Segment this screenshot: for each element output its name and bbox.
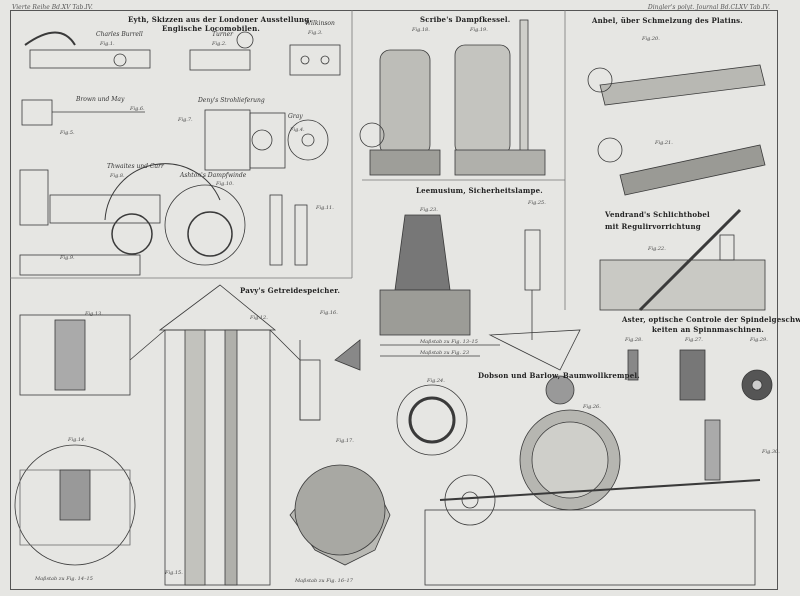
figure-label: Fig.9. <box>60 255 75 261</box>
scale-label: Maßstab zu Fig. 23 <box>420 350 470 356</box>
figure-label: Fig.26. <box>583 404 601 410</box>
locomobile-drawings <box>19 31 341 276</box>
figure-label: Fig.11. <box>316 205 334 211</box>
plate-header-left: Vierte Reihe Bd.XV Tab.IV. <box>12 4 93 11</box>
figure-label: Fig.3. <box>308 30 323 36</box>
carding-machine-drawing <box>424 349 773 586</box>
scale-label: Maßstab zu Fig. 14–15 <box>35 576 93 582</box>
figure-label: Fig.19. <box>470 27 488 33</box>
scale-label: Maßstab zu Fig. 13–15 <box>420 339 478 345</box>
maker-label: Brown und May <box>76 96 125 103</box>
caption-aster: Aster, optische Controle der Spindelgesc… <box>622 315 800 324</box>
figure-label: Fig.28. <box>625 337 643 343</box>
scale-label: Maßstab zu Fig. 16–17 <box>295 578 353 584</box>
figure-label: Fig.17. <box>336 438 354 444</box>
platinum-furnace-drawings <box>587 64 766 196</box>
figure-label: Fig.6. <box>130 106 145 112</box>
figure-label: Fig.29. <box>750 337 768 343</box>
plate-frame <box>10 10 778 590</box>
caption-aster-sub: keiten an Spinnmaschinen. <box>652 325 764 334</box>
caption-anbel: Anbel, über Schmelzung des Platins. <box>592 16 743 25</box>
figure-label: Fig.2. <box>212 41 227 47</box>
caption-dobson: Dobson und Barlow, Baumwollkrempel. <box>478 371 640 380</box>
figure-label: Fig.13. <box>85 311 103 317</box>
figure-label: Fig.1. <box>100 41 115 47</box>
caption-lemusium: Leemusium, Sicherheitslampe. <box>416 186 543 195</box>
figure-label: Fig.15. <box>165 570 183 576</box>
figure-label: Fig.25. <box>528 200 546 206</box>
maker-label: Ashton's Dampfwinde <box>180 172 247 179</box>
figure-label: Fig.12. <box>250 315 268 321</box>
maker-label: Charles Burrell <box>96 31 143 38</box>
figure-label: Fig.30. <box>762 449 780 455</box>
figure-label: Fig.14. <box>68 437 86 443</box>
panel-dividers <box>10 10 566 310</box>
caption-scribe: Scribe's Dampfkessel. <box>420 15 511 24</box>
figure-label: Fig.5. <box>60 130 75 136</box>
caption-vendrand: Vendrand's Schlichthobel <box>605 210 710 219</box>
figure-label: Fig.22. <box>648 246 666 252</box>
maker-label: Turner <box>212 31 234 38</box>
maker-label: Thwaites und Carr <box>107 163 164 170</box>
caption-vendrand-sub: mit Regulirvorrichtung <box>605 222 701 231</box>
caption-eyth-sub: Englische Locomobilen. <box>162 24 261 33</box>
figure-label: Fig.27. <box>685 337 703 343</box>
maker-label: Wilkinson <box>305 20 335 27</box>
figure-label: Fig.24. <box>427 378 445 384</box>
boiler-drawings <box>359 19 546 176</box>
figure-label: Fig.23. <box>420 207 438 213</box>
caption-eyth: Eyth, Skizzen aus der Londoner Ausstellu… <box>128 15 312 24</box>
figure-label: Fig.4. <box>290 127 305 133</box>
figure-label: Fig.8. <box>110 173 125 179</box>
ring-drawing <box>396 384 468 456</box>
granary-drawings <box>14 284 391 586</box>
maker-label: Gray <box>288 113 303 120</box>
plane-drawing <box>599 208 766 312</box>
figure-label: Fig.21. <box>655 140 673 146</box>
plate-header-right: Dingler's polyt. Journal Bd.CLXV Tab.IV. <box>647 4 770 11</box>
figure-label: Fig.20. <box>642 36 660 42</box>
caption-pavy: Pavy's Getreidespeicher. <box>240 286 341 295</box>
figure-label: Fig.10. <box>216 181 234 187</box>
safety-lamp-drawing <box>379 214 581 371</box>
maker-label: Deny's Strohlieferung <box>198 97 265 104</box>
figure-label: Fig.7. <box>178 117 193 123</box>
figure-label: Fig.16. <box>320 310 338 316</box>
figure-label: Fig.18. <box>412 27 430 33</box>
